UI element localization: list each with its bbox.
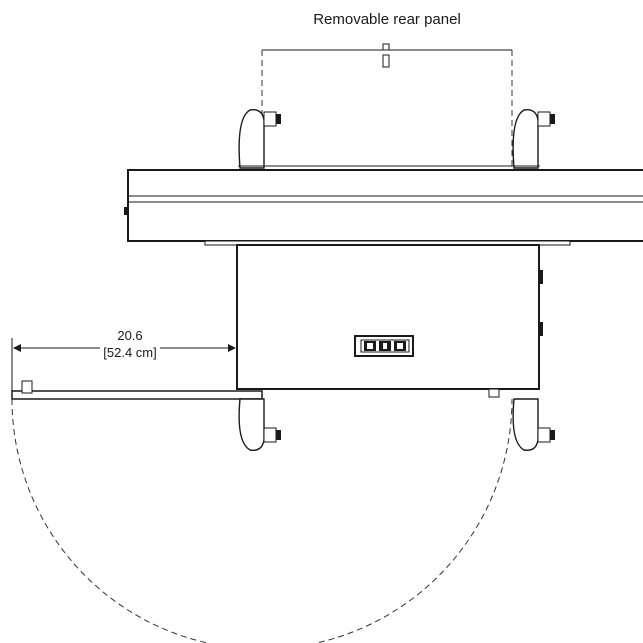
dimension-inches-label: 20.6 [117,328,142,343]
rear-right-caster [512,109,555,169]
dimension-line [11,338,236,395]
rear-left-caster [238,109,281,169]
connector-panel [354,335,414,357]
front-left-caster [238,398,281,451]
swing-arc [11,398,513,643]
table-top [124,165,643,242]
removable-rear-panel [261,43,513,168]
front-right-caster [512,398,555,451]
rear-panel-label: Removable rear panel [313,11,461,28]
dimension-cm-label: [52.4 cm] [103,345,156,360]
swing-leaf [11,380,263,400]
cabinet-body [236,244,543,398]
